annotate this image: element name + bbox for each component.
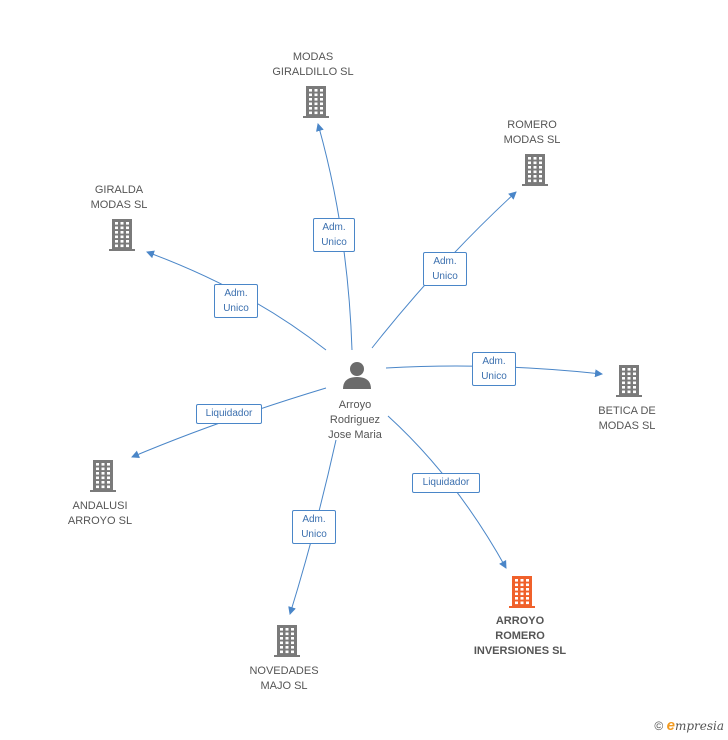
company-node-giralda-modas[interactable]: GIRALDA MODAS SL — [49, 183, 189, 213]
building-icon — [616, 365, 642, 397]
relation-label-betica-de-modas[interactable]: Adm. Unico — [472, 352, 516, 386]
building-icon — [109, 219, 135, 251]
company-name-romero-modas[interactable]: ROMERO MODAS SL — [503, 119, 561, 146]
relation-label-modas-giraldillo[interactable]: Adm. Unico — [313, 218, 355, 252]
person-node[interactable]: Arroyo Rodriguez Jose Maria — [295, 398, 415, 443]
company-name-novedades-majo[interactable]: NOVEDADES MAJO SL — [249, 665, 319, 692]
company-name-arroyo-romero-inversiones[interactable]: ARROYO ROMERO INVERSIONES SL — [473, 615, 567, 657]
company-name-betica-de-modas[interactable]: BETICA DE MODAS SL — [598, 405, 656, 432]
company-name-andalusi-arroyo[interactable]: ANDALUSI ARROYO SL — [67, 500, 133, 527]
building-icon — [274, 625, 300, 657]
building-icon — [522, 154, 548, 186]
company-node-novedades-majo[interactable]: NOVEDADES MAJO SL — [214, 664, 354, 694]
person-icon — [343, 362, 371, 389]
footer-brand: © empresia — [654, 717, 724, 734]
person-name[interactable]: Arroyo Rodriguez Jose Maria — [328, 399, 382, 441]
company-node-arroyo-romero-inversiones[interactable]: ARROYO ROMERO INVERSIONES SL — [450, 614, 590, 659]
relation-label-andalusi-arroyo[interactable]: Liquidador — [196, 404, 262, 424]
building-icon — [509, 576, 535, 608]
brand-initial: e — [666, 717, 675, 734]
copyright-symbol: © — [654, 719, 664, 733]
company-name-modas-giraldillo[interactable]: MODAS GIRALDILLO SL — [272, 51, 354, 78]
relation-label-giralda-modas[interactable]: Adm. Unico — [214, 284, 258, 318]
relation-label-novedades-majo[interactable]: Adm. Unico — [292, 510, 336, 544]
relation-label-romero-modas[interactable]: Adm. Unico — [423, 252, 467, 286]
company-node-romero-modas[interactable]: ROMERO MODAS SL — [462, 118, 602, 148]
company-node-andalusi-arroyo[interactable]: ANDALUSI ARROYO SL — [30, 499, 170, 529]
brand-name: mpresia — [674, 719, 724, 733]
company-node-modas-giraldillo[interactable]: MODAS GIRALDILLO SL — [243, 50, 383, 80]
company-node-betica-de-modas[interactable]: BETICA DE MODAS SL — [557, 404, 697, 434]
relation-label-arroyo-romero-inversiones[interactable]: Liquidador — [412, 473, 480, 493]
company-name-giralda-modas[interactable]: GIRALDA MODAS SL — [90, 184, 148, 211]
building-icon — [303, 86, 329, 118]
building-icon — [90, 460, 116, 492]
